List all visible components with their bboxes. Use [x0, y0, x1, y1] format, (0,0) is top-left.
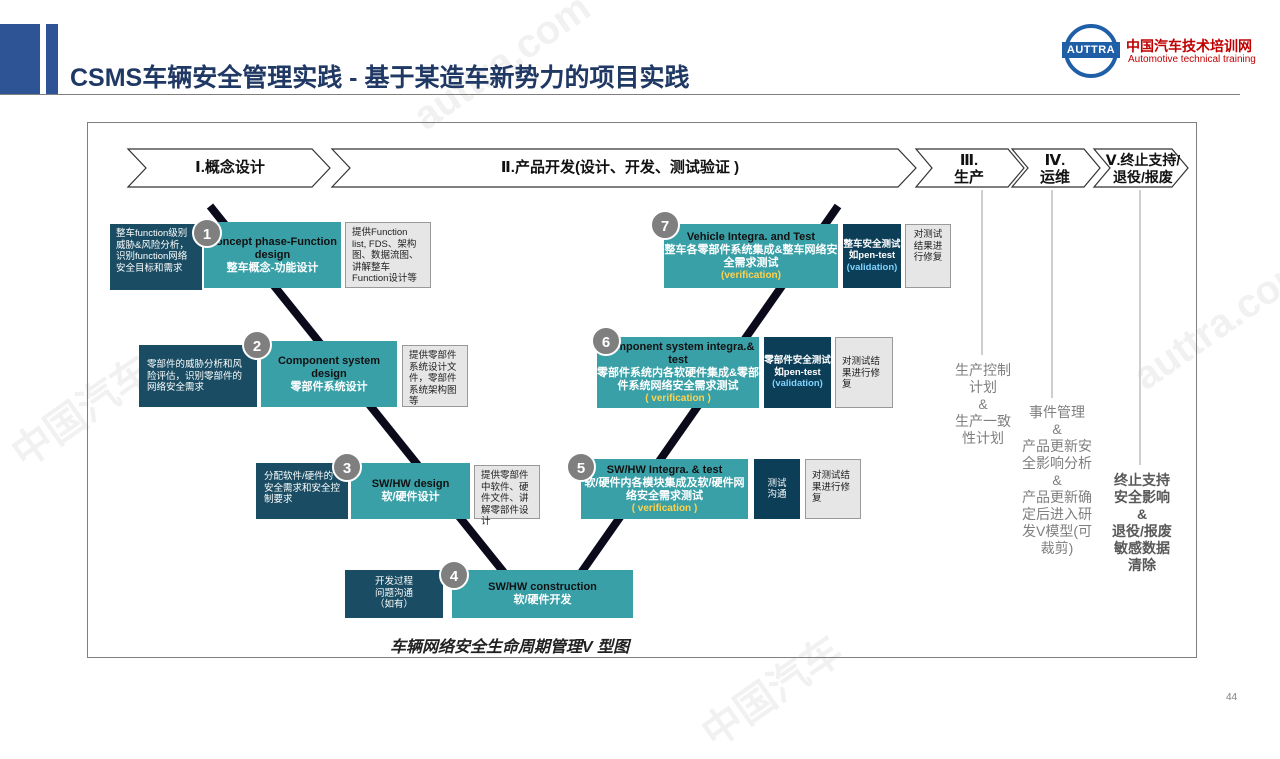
header-accent — [46, 24, 58, 94]
header-divider — [0, 94, 1240, 95]
phase-label-3: Ⅲ.生产 — [953, 152, 984, 186]
step6-fix: 对测试结果进行修复 — [835, 337, 893, 408]
step1-number: 1 — [192, 218, 222, 248]
phase-label-1: Ⅰ.概念设计 — [195, 159, 265, 176]
phase-arrow-2 — [330, 148, 917, 188]
phase-label-4: Ⅳ.运维 — [1039, 152, 1070, 186]
step5-communication: 测试沟通 — [754, 459, 800, 519]
diagram-caption: 车辆网络安全生命周期管理V 型图 — [390, 639, 630, 656]
step3-number: 3 — [332, 452, 362, 482]
step7-fix: 对测试结果进行修复 — [905, 224, 951, 288]
step7-integration: Vehicle Integra. and Test 整车各零部件系统集成&整车网… — [664, 224, 838, 288]
production-notes: 生产控制 计划 & 生产一致 性计划 — [955, 362, 1011, 446]
phase-arrow-5 — [1092, 148, 1189, 188]
end-of-life-notes: 终止支持 安全影响 & 退役/报废 敏感数据 清除 — [1112, 472, 1172, 573]
step3-design: SW/HW design 软/硬件设计 — [351, 463, 470, 519]
page-number: 44 — [1226, 692, 1238, 703]
step4-number: 4 — [439, 560, 469, 590]
phase-label-5: Ⅴ.终止支持/退役/报废 — [1105, 152, 1181, 185]
step4-communication: 开发过程问题沟通（如有） — [345, 570, 443, 618]
step2-analysis: 零部件的威胁分析和风险评估，识别零部件的网络安全需求 — [139, 345, 257, 407]
step7-validation: 整车安全测试 如pen-test (validation) — [843, 224, 901, 288]
phase-arrow-1 — [126, 148, 331, 188]
step5-integration: SW/HW Integra. & test 软/硬件内各模块集成及软/硬件网络安… — [581, 459, 748, 519]
logo-en-text: Automotive technical training — [1128, 54, 1256, 65]
step1-analysis: 整车function级别威胁&风险分析，识别function网络安全目标和需求 — [110, 224, 202, 290]
step3-deliverables: 提供零部件中软件、硬件文件、讲解零部件设计 — [474, 465, 540, 527]
header-accent — [0, 24, 40, 94]
step6-number: 6 — [591, 326, 621, 356]
step5-fix: 对测试结果进行修复 — [805, 459, 861, 519]
step1-deliverables: 提供Function list, FDS、架构图、数据流图、讲解整车Functi… — [345, 222, 431, 288]
step4-construction: SW/HW construction 软/硬件开发 — [452, 570, 633, 618]
step6-validation: 零部件安全测试 如pen-test (validation) — [764, 337, 831, 408]
logo-text: AUTTRA — [1062, 42, 1120, 58]
logo-cn-text: 中国汽车技术培训网 — [1126, 38, 1252, 54]
operation-notes: 事件管理 & 产品更新安 全影响分析 & 产品更新确 定后进入研 发V模型(可 … — [1022, 404, 1092, 556]
phase-arrow-4 — [1010, 148, 1101, 188]
step1-design: Concept phase-Function design 整车概念-功能设计 — [204, 222, 341, 288]
step2-number: 2 — [242, 330, 272, 360]
step6-integration: Component system integra.& test 零部件系统内各软… — [597, 337, 759, 408]
step7-number: 7 — [650, 210, 680, 240]
phase-label-2: Ⅱ.产品开发(设计、开发、测试验证 ) — [500, 159, 740, 176]
step5-number: 5 — [566, 452, 596, 482]
step2-deliverables: 提供零部件系统设计文件，零部件系统架构图等 — [402, 345, 468, 407]
step2-design: Component system design 零部件系统设计 — [261, 341, 397, 407]
slide-title: CSMS车辆安全管理实践 - 基于某造车新势力的项目实践 — [70, 64, 690, 92]
phase-arrow-3 — [914, 148, 1025, 188]
diagram-frame — [87, 122, 1197, 658]
